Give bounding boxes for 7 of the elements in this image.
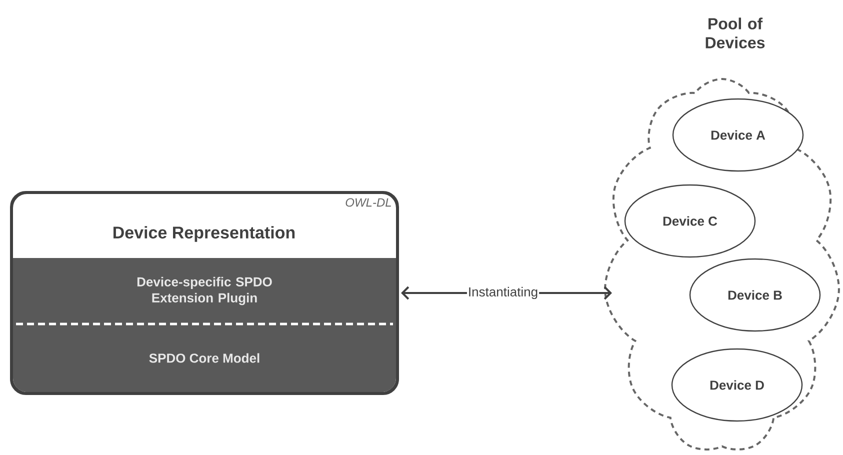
language-label: OWL-DL (346, 198, 391, 207)
edge-label: Instantiating (466, 286, 540, 300)
cloud (604, 78, 840, 450)
box-title: Device Representation (114, 226, 295, 242)
cloud-heading: Pool of Devices (706, 18, 765, 48)
extension-band: Device-specific SPDO Extension Plugin (13, 258, 396, 324)
core-band: SPDO Core Model (13, 324, 396, 392)
